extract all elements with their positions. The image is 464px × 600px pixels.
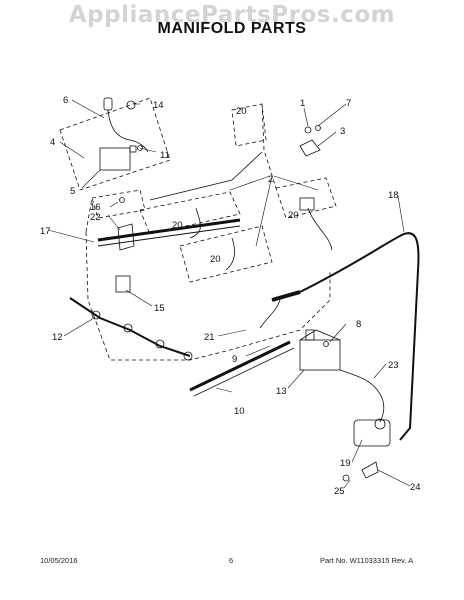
callout-21: 21	[204, 332, 215, 343]
tube-20b	[225, 237, 235, 271]
regulator-13	[299, 339, 341, 371]
screw-16	[119, 197, 125, 203]
callout-15: 15	[154, 303, 165, 314]
footer-date: 10/05/2016	[40, 556, 78, 565]
callout-25: 25	[334, 486, 345, 497]
harness-wire	[107, 109, 149, 153]
assembly-outlines	[59, 97, 337, 361]
callout-7: 7	[346, 98, 351, 109]
leader-lines	[47, 99, 411, 489]
callout-20-top: 20	[236, 106, 247, 117]
regulator-cap	[374, 418, 386, 430]
module-tab	[129, 145, 137, 153]
callout-20-mid: 20	[210, 254, 221, 265]
screw-25	[342, 474, 350, 482]
callout-24: 24	[410, 482, 421, 493]
bake-burner	[189, 340, 291, 392]
watermark: AppliancePartsPros.com	[68, 2, 396, 28]
manifold-pipe-edge	[97, 225, 241, 247]
outline-20d	[231, 103, 267, 147]
callout-20-right: 20	[288, 210, 299, 221]
callout-18: 18	[388, 190, 399, 201]
callout-6: 6	[63, 95, 68, 106]
regulator-top	[299, 329, 341, 341]
footer-part-number: Part No. W11033315 Rev. A	[320, 556, 414, 565]
footer-page-number: 6	[229, 556, 234, 565]
wire-9	[259, 299, 281, 329]
callout-23: 23	[388, 360, 399, 371]
tube-20c	[307, 207, 333, 251]
ignitor-3	[155, 339, 165, 349]
pressure-regulator	[353, 419, 391, 447]
callout-19: 19	[340, 458, 351, 469]
screw-7	[315, 125, 321, 131]
tube-20a	[189, 207, 201, 239]
outline-20c	[275, 177, 337, 219]
gas-tube-18	[299, 232, 420, 441]
screw-8	[323, 341, 329, 347]
outline-connector	[261, 103, 277, 189]
screw-11	[137, 145, 143, 151]
bake-burner-edge	[193, 347, 295, 397]
callout-9: 9	[232, 354, 237, 365]
orifice-20c	[299, 197, 315, 211]
bracket-22	[117, 223, 135, 251]
ignitor-strip	[69, 297, 191, 357]
callout-2: 2	[268, 174, 273, 185]
ignitor-2	[123, 323, 133, 333]
regulator-port	[305, 329, 315, 341]
outline-20b	[179, 225, 273, 283]
callout-12: 12	[52, 332, 63, 343]
tube-fitting	[271, 290, 301, 302]
grommet	[126, 100, 136, 110]
tube-2-upper	[149, 151, 263, 201]
callout-11: 11	[160, 150, 170, 161]
bracket-3	[299, 139, 321, 157]
callout-13: 13	[276, 386, 287, 397]
outline-17-main	[85, 197, 331, 361]
valve-15	[115, 275, 131, 293]
ignitor-1	[91, 310, 101, 320]
callout-14: 14	[153, 100, 164, 111]
harness-connector	[103, 97, 113, 111]
screw-1	[304, 126, 312, 134]
ignitor-4	[183, 351, 193, 361]
clip-24	[361, 461, 379, 479]
callout-16: 16	[90, 202, 101, 213]
outline-20a	[139, 191, 241, 235]
manifold-pipe	[97, 218, 241, 242]
callout-22: 22	[90, 212, 101, 223]
spark-module	[99, 147, 131, 171]
callout-3: 3	[340, 126, 345, 137]
callout-10: 10	[234, 406, 245, 417]
callout-8: 8	[356, 319, 361, 330]
outline-4	[59, 97, 171, 191]
hose-23	[339, 369, 385, 423]
callout-5: 5	[70, 186, 75, 197]
page-title: MANIFOLD PARTS	[157, 20, 307, 37]
callout-17: 17	[40, 226, 51, 237]
callout-1: 1	[300, 98, 305, 109]
callout-4: 4	[50, 137, 55, 148]
callout-20-left: 20	[172, 220, 183, 231]
